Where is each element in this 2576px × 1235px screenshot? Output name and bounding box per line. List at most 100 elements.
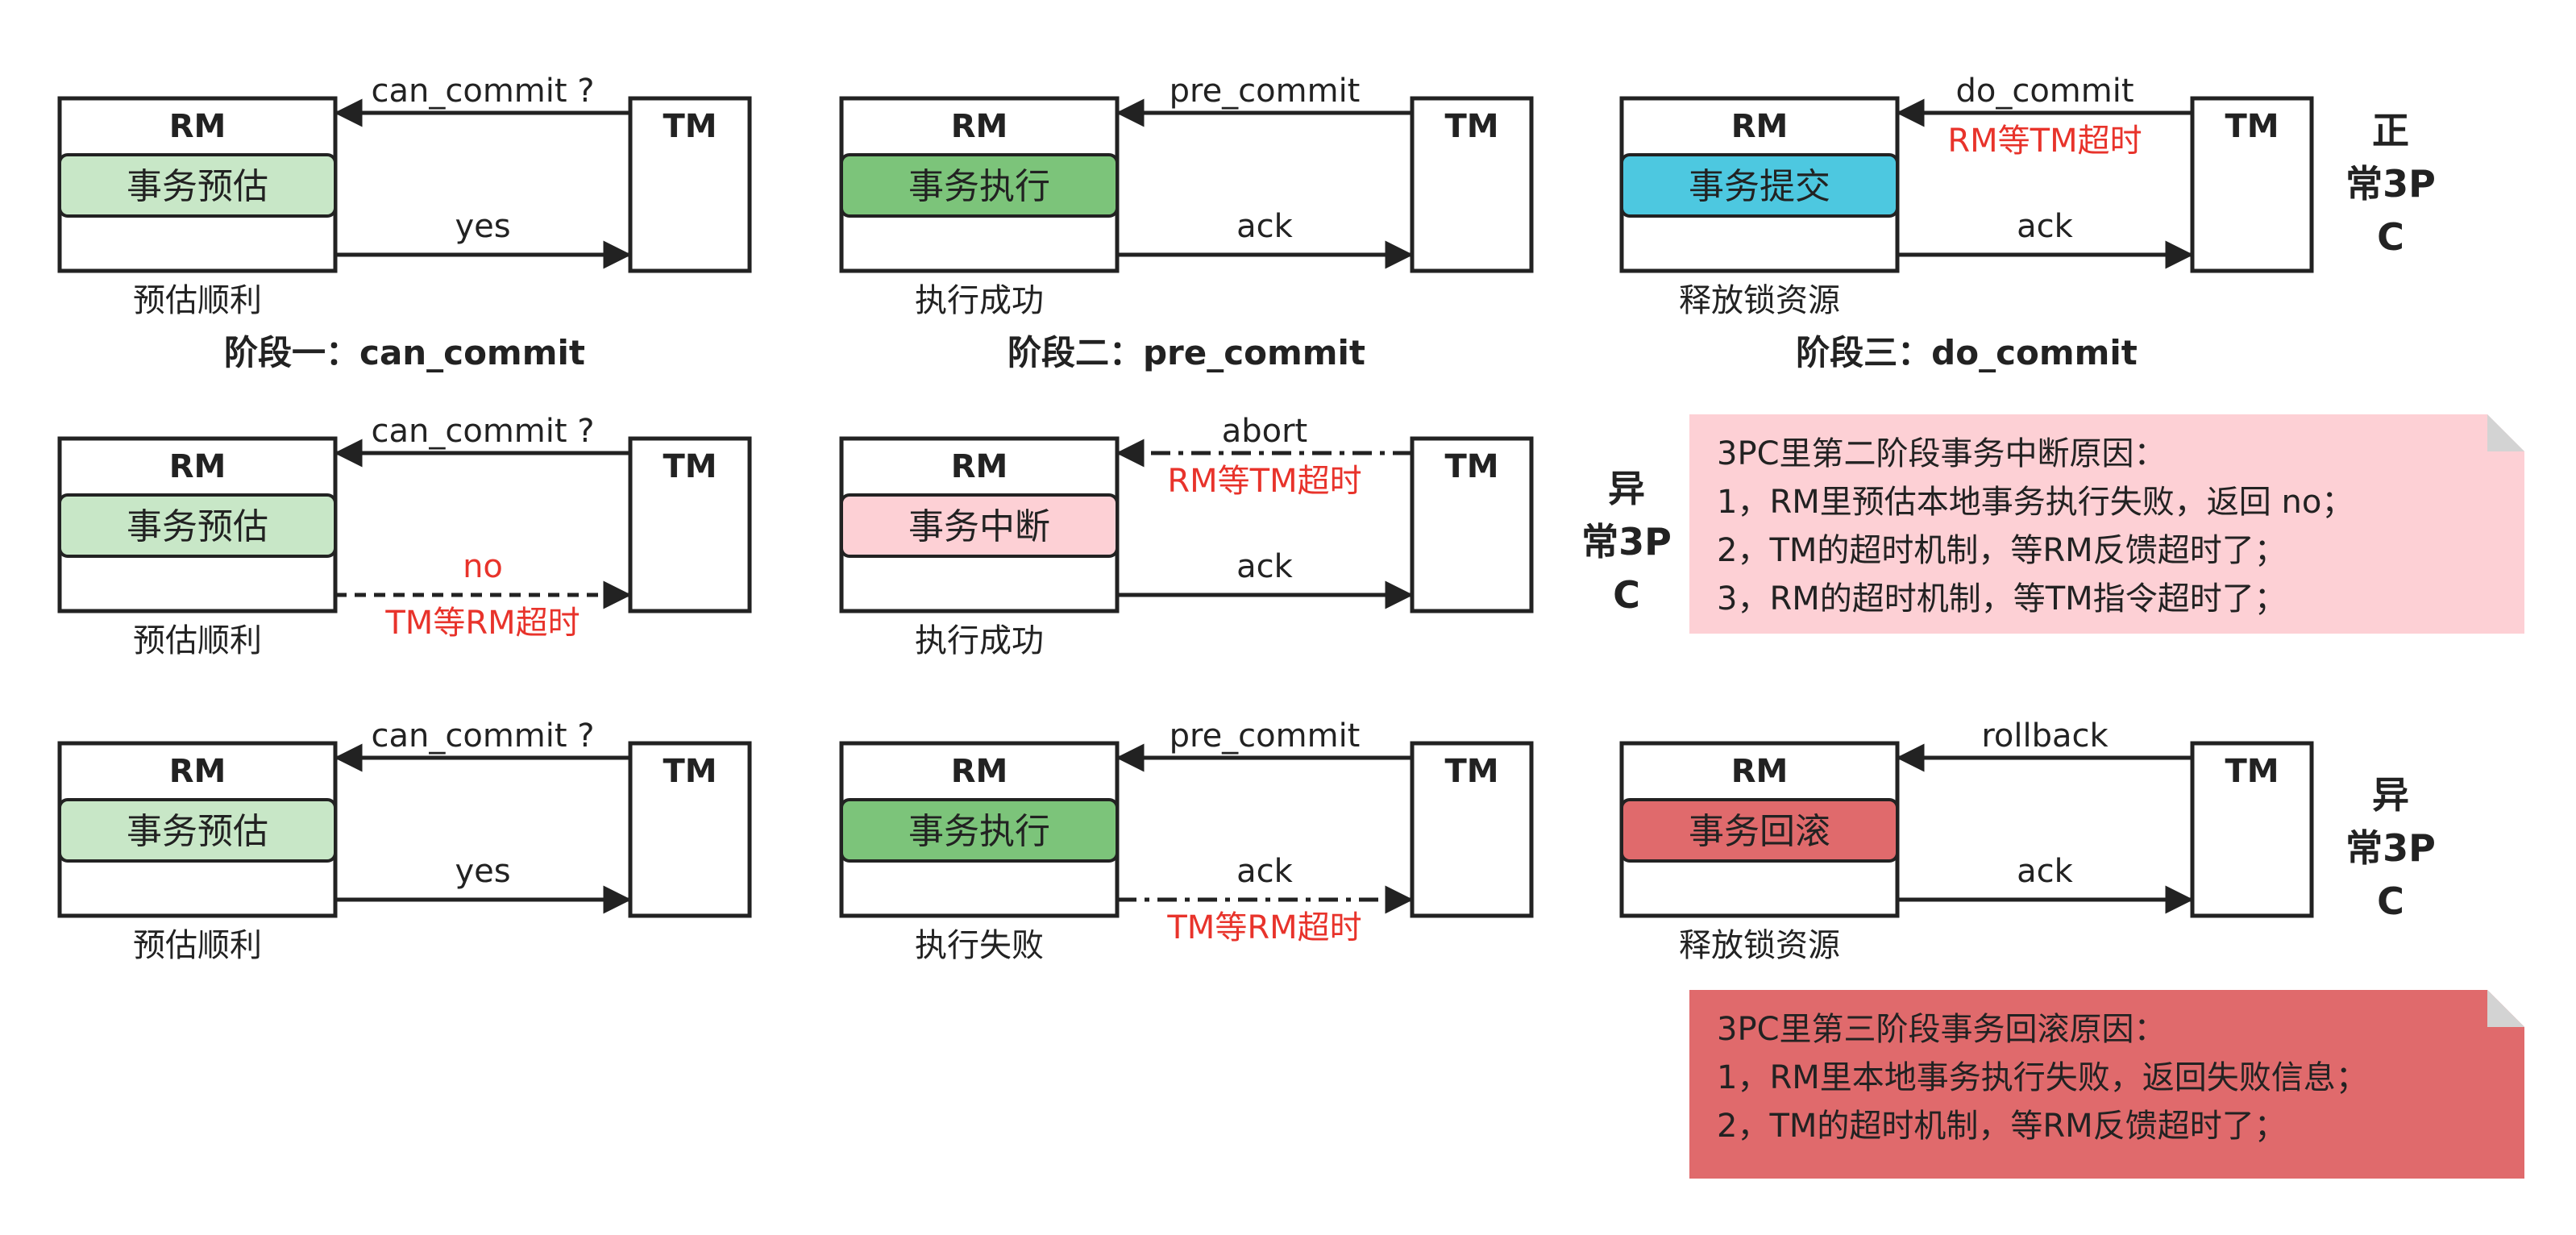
status-tag [58, 493, 337, 558]
response-label: yes [455, 208, 510, 245]
result-caption: 执行成功 [915, 282, 1044, 319]
scenario-label: C [1613, 573, 1640, 617]
status-tag-label: 事务预估 [127, 166, 268, 207]
status-tag-label: 事务预估 [127, 506, 268, 547]
tm-box [2190, 741, 2314, 918]
reason-note: 3PC里第三阶段事务回滚原因： 1，RM里本地事务执行失败，返回失败信息； 2，TM… [1689, 990, 2524, 1179]
status-tag-label: 事务回滚 [1689, 811, 1830, 852]
scenario-label: C [2377, 879, 2404, 923]
tm-box [628, 436, 752, 613]
scenario-label: C [2377, 215, 2404, 259]
result-caption: 预估顺利 [133, 622, 262, 659]
scenario-label: 异 [1608, 467, 1645, 510]
note-fold [2487, 414, 2524, 451]
tm-box [1410, 436, 1534, 613]
phase-cell: RM 事务预估 TM can_commit ? yes 预估顺利 [57, 717, 752, 964]
note-line: 2，TM的超时机制，等RM反馈超时了； [1717, 532, 2287, 569]
status-tag-label: 事务提交 [1689, 166, 1830, 207]
request-label: can_commit ? [372, 73, 595, 110]
status-tag [1620, 798, 1899, 863]
tm-label: TM [1444, 108, 1498, 145]
request-label: can_commit ? [372, 413, 595, 450]
status-tag-label: 事务中断 [908, 506, 1050, 547]
request-label: can_commit ? [372, 717, 595, 755]
tm-label: TM [663, 753, 717, 790]
tm-box [2190, 96, 2314, 273]
scenario-label: 常3P [2345, 162, 2436, 206]
note-line: 3PC里第三阶段事务回滚原因： [1717, 1011, 2167, 1048]
scenario-label: 异 [2372, 773, 2409, 817]
request-label: pre_commit [1170, 73, 1361, 110]
tm-box [628, 741, 752, 918]
response-label: no [463, 548, 503, 585]
request-label: abort [1222, 413, 1308, 450]
note-fold [2487, 990, 2524, 1027]
response-label: ack [1236, 853, 1294, 890]
status-tag-label: 事务执行 [908, 811, 1050, 852]
note-line: 1，RM里预估本地事务执行失败，返回 no； [1717, 484, 2354, 521]
phase-heading: 阶段二：pre_commit [1008, 333, 1365, 372]
timeout-note: RM等TM超时 [1947, 123, 2142, 160]
tm-label: TM [1444, 753, 1498, 790]
rm-label: RM [1731, 108, 1789, 145]
result-caption: 预估顺利 [133, 282, 262, 319]
status-tag [840, 153, 1119, 218]
note-line: 1，RM里本地事务执行失败，返回失败信息； [1717, 1059, 2368, 1096]
row-3: RM 事务预估 TM can_commit ? yes 预估顺利 RM 事务执行 TM pre_c… [57, 717, 2524, 1179]
tm-label: TM [663, 448, 717, 485]
result-caption: 预估顺利 [133, 927, 262, 964]
status-tag [58, 798, 337, 863]
phase-cell: RM 事务回滚 TM rollback ack 释放锁资源 [1619, 717, 2314, 964]
scenario-label: 常3P [1581, 520, 1672, 563]
response-label: ack [2017, 208, 2074, 245]
rm-label: RM [1731, 753, 1789, 790]
status-tag [840, 798, 1119, 863]
tm-box [1410, 741, 1534, 918]
scenario-label: 常3P [2345, 826, 2436, 870]
row-1: RM 事务预估 TM can_commit ? yes 预估顺利阶段一：can_commi… [57, 73, 2436, 372]
note-card [1689, 990, 2524, 1179]
status-tag [1620, 153, 1899, 218]
result-caption: 执行成功 [915, 622, 1044, 659]
note-line: 2，TM的超时机制，等RM反馈超时了； [1717, 1108, 2287, 1145]
status-tag-label: 事务执行 [908, 166, 1050, 207]
rm-label: RM [951, 108, 1008, 145]
tm-label: TM [2225, 108, 2279, 145]
tm-label: TM [663, 108, 717, 145]
timeout-note: RM等TM超时 [1167, 463, 1361, 500]
rm-label: RM [169, 448, 226, 485]
status-tag [840, 493, 1119, 558]
status-tag-label: 事务预估 [127, 811, 268, 852]
tm-label: TM [1444, 448, 1498, 485]
tm-box [1410, 96, 1534, 273]
tm-label: TM [2225, 753, 2279, 790]
note-card [1689, 414, 2524, 634]
scenario-label: 正 [2372, 109, 2409, 152]
rm-label: RM [951, 448, 1008, 485]
response-label: ack [2017, 853, 2074, 890]
reason-note: 3PC里第二阶段事务中断原因：1，RM里预估本地事务执行失败，返回 no；2，T… [1689, 414, 2524, 634]
result-caption: 执行失败 [915, 927, 1044, 964]
status-tag [58, 153, 337, 218]
result-caption: 释放锁资源 [1679, 927, 1840, 964]
response-label: ack [1236, 208, 1294, 245]
response-label: yes [455, 853, 510, 890]
note-line: 3，RM的超时机制，等TM指令超时了； [1717, 580, 2287, 618]
request-label: rollback [1981, 717, 2109, 755]
tm-box [628, 96, 752, 273]
request-label: pre_commit [1170, 717, 1361, 755]
phase-heading: 阶段三：do_commit [1796, 333, 2138, 372]
request-label: do_commit [1955, 73, 2134, 110]
phase-heading: 阶段一：can_commit [224, 333, 585, 372]
rm-label: RM [169, 753, 226, 790]
phase-cell: RM事务提交TMdo_commitRM等TM超时ack释放锁资源阶段三：do_c… [1619, 73, 2314, 372]
response-label: ack [1236, 548, 1294, 585]
timeout-note: TM等RM超时 [384, 605, 580, 642]
